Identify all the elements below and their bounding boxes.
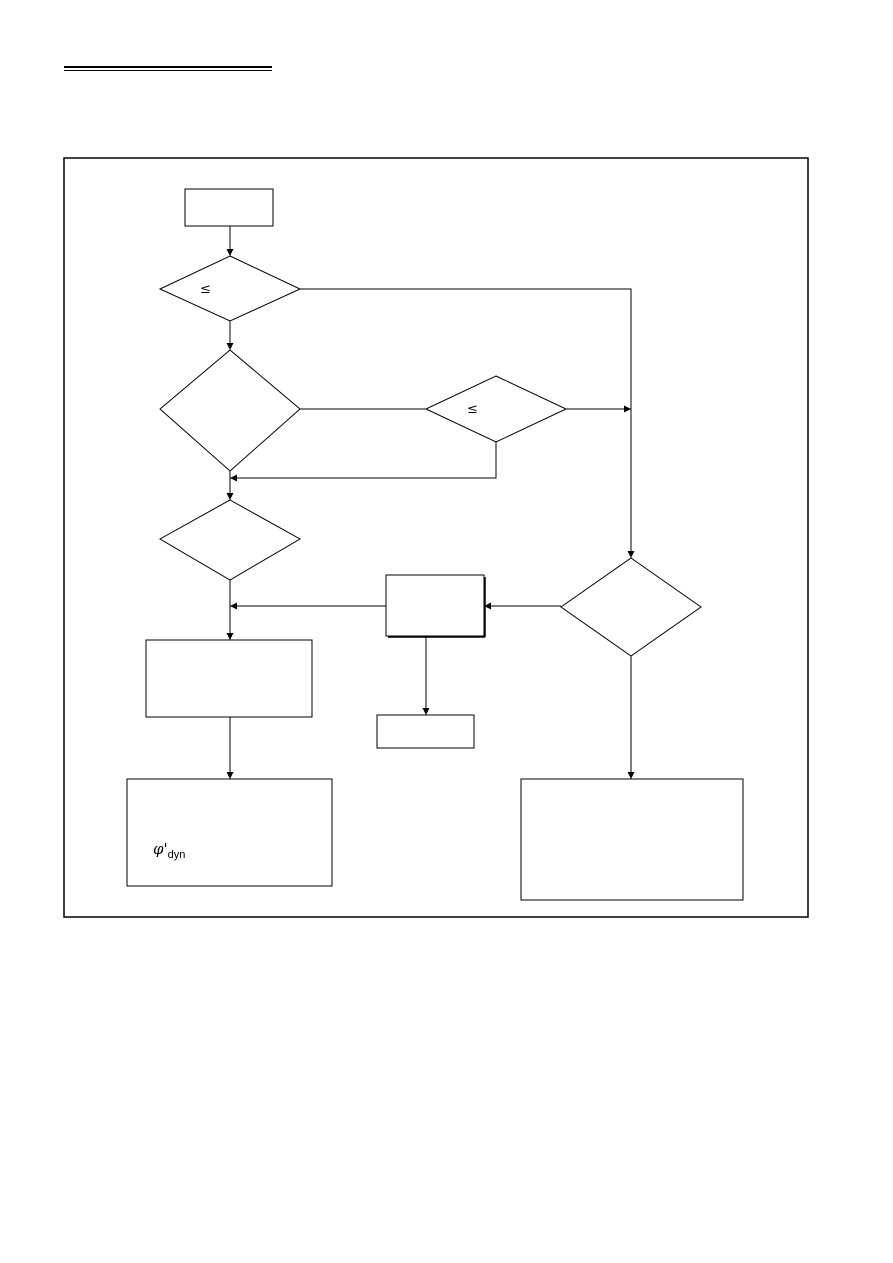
- header-rule: [64, 66, 272, 72]
- result-box-right: [520, 778, 744, 901]
- header-rule-thick: [64, 66, 272, 68]
- start-box: [184, 188, 274, 227]
- decision-1-le-symbol: ≤: [200, 282, 211, 297]
- end-box-small: [376, 714, 475, 749]
- decision-3-le-symbol: ≤: [467, 402, 478, 417]
- phi-dyn-label: φ'dyn: [153, 840, 185, 861]
- edge-decision-1-to-decision-5: [300, 288, 635, 558]
- edge-decision-3-back-to-trunk: [230, 442, 497, 482]
- header-rule-thin: [64, 70, 272, 71]
- process-box-middle: [385, 574, 485, 637]
- process-box-left: [145, 639, 313, 718]
- result-box-left: [126, 778, 333, 887]
